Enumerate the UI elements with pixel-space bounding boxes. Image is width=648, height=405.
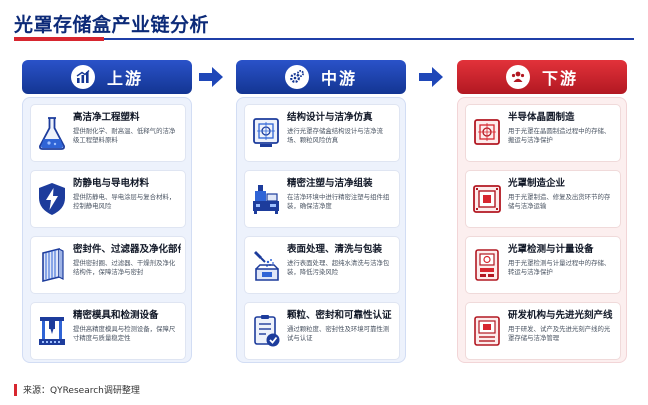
- flask-icon: [35, 110, 69, 156]
- midstream-card-design: 结构设计与洁净仿真 进行光罩存储盒结构设计与洁净流场、颗粒风险仿真: [244, 104, 400, 162]
- midstream-card-injection: 精密注塑与洁净组装 在洁净环境中进行精密注塑与组件组装，确保洁净度: [244, 170, 400, 228]
- card-title: 结构设计与洁净仿真: [287, 112, 373, 123]
- title-underline: [14, 38, 634, 40]
- downstream-card-wafer: 半导体晶圆制造 用于光罩在晶圆制造过程中的存储、搬运与洁净保护: [465, 104, 621, 162]
- card-title: 精密模具和检测设备: [73, 310, 159, 321]
- card-desc: 通过颗粒度、密封性及环境可靠性测试与认证: [287, 325, 390, 342]
- card-title: 表面处理、清洗与包装: [287, 244, 383, 255]
- card-desc: 提供密封圈、过滤器、干燥剂及净化结构件，保障洁净与密封: [73, 259, 176, 276]
- upstream-card-molds: 精密模具和检测设备 提供高精度模具与检测设备，保障尺寸精度与质量稳定性: [30, 302, 186, 360]
- downstream-title: 下游: [541, 69, 578, 88]
- downstream-card-mask: 光罩制造企业 用于光罩制造、修复及出货环节的存储与洁净运输: [465, 170, 621, 228]
- midstream-column: 结构设计与洁净仿真 进行光罩存储盒结构设计与洁净流场、颗粒风险仿真 精密注塑与洁…: [236, 97, 406, 363]
- arrow-right-icon: [419, 67, 443, 87]
- card-desc: 用于光罩检测与计量过程中的存储、转运与洁净保护: [508, 259, 611, 276]
- card-title: 高洁净工程塑料: [73, 112, 140, 123]
- arrow-right-icon: [199, 67, 223, 87]
- title-accent-bar: [14, 37, 104, 41]
- machine-icon: [35, 308, 69, 354]
- upstream-card-materials: 高洁净工程塑料 提供耐化学、耐高温、低释气的洁净级工程塑料原料: [30, 104, 186, 162]
- inspection-tool-icon: [470, 242, 504, 288]
- injection-machine-icon: [249, 176, 283, 222]
- filter-icon: [35, 242, 69, 288]
- card-desc: 用于光罩在晶圆制造过程中的存储、搬运与洁净保护: [508, 127, 611, 144]
- spray-icon: [249, 242, 283, 288]
- card-title: 光罩制造企业: [508, 178, 566, 189]
- card-desc: 提供高精度模具与检测设备，保障尺寸精度与质量稳定性: [73, 325, 176, 342]
- bar-chart-icon: [70, 65, 95, 89]
- upstream-header: 上游: [22, 60, 192, 94]
- card-title: 光罩检测与计量设备: [508, 244, 594, 255]
- upstream-card-seals: 密封件、过滤器及净化部件 提供密封圈、过滤器、干燥剂及净化结构件，保障洁净与密封: [30, 236, 186, 294]
- midstream-card-cleaning: 表面处理、清洗与包装 进行表面处理、超纯水清洗与洁净包装，降低污染风险: [244, 236, 400, 294]
- users-icon: [505, 65, 530, 89]
- gears-icon: [284, 65, 309, 89]
- mask-pod-icon: [470, 176, 504, 222]
- downstream-card-research: 研发机构与先进光刻产线 用于研发、试产及先进光刻产线的光罩存储与洁净管理: [465, 302, 621, 360]
- midstream-title: 中游: [320, 69, 357, 88]
- card-desc: 在洁净环境中进行精密注塑与组件组装，确保洁净度: [287, 193, 390, 210]
- blueprint-icon: [249, 110, 283, 156]
- card-desc: 进行光罩存储盒结构设计与洁净流场、颗粒风险仿真: [287, 127, 383, 144]
- card-title: 研发机构与先进光刻产线: [508, 310, 613, 321]
- card-title: 半导体晶圆制造: [508, 112, 575, 123]
- card-title: 防静电与导电材料: [73, 178, 150, 189]
- upstream-card-antistatic: 防静电与导电材料 提供防静电、导电涂层与复合材料，控制静电风险: [30, 170, 186, 228]
- downstream-header: 下游: [457, 60, 627, 94]
- wafer-box-icon: [470, 110, 504, 156]
- checklist-icon: [249, 308, 283, 354]
- source-accent-bar: [14, 383, 17, 396]
- source-note: 来源：QYResearch调研整理: [14, 383, 140, 396]
- lithography-icon: [470, 308, 504, 354]
- midstream-header: 中游: [236, 60, 406, 94]
- page-title: 光罩存储盒产业链分析: [14, 14, 210, 36]
- card-desc: 用于光罩制造、修复及出货环节的存储与洁净运输: [508, 193, 611, 210]
- card-title: 颗粒、密封和可靠性认证: [287, 310, 392, 321]
- source-text: 来源：QYResearch调研整理: [23, 386, 140, 396]
- upstream-title: 上游: [106, 69, 143, 88]
- card-desc: 提供防静电、导电涂层与复合材料，控制静电风险: [73, 193, 176, 210]
- midstream-card-certification: 颗粒、密封和可靠性认证 通过颗粒度、密封性及环境可靠性测试与认证: [244, 302, 400, 360]
- card-desc: 进行表面处理、超纯水清洗与洁净包装，降低污染风险: [287, 259, 390, 276]
- downstream-card-inspection: 光罩检测与计量设备 用于光罩检测与计量过程中的存储、转运与洁净保护: [465, 236, 621, 294]
- card-desc: 提供耐化学、耐高温、低释气的洁净级工程塑料原料: [73, 127, 176, 144]
- card-title: 密封件、过滤器及净化部件: [73, 244, 181, 255]
- upstream-column: 高洁净工程塑料 提供耐化学、耐高温、低释气的洁净级工程塑料原料 防静电与导电材料…: [22, 97, 192, 363]
- lightning-shield-icon: [35, 176, 69, 222]
- card-desc: 用于研发、试产及先进光刻产线的光罩存储与洁净管理: [508, 325, 611, 342]
- card-title: 精密注塑与洁净组装: [287, 178, 373, 189]
- downstream-column: 半导体晶圆制造 用于光罩在晶圆制造过程中的存储、搬运与洁净保护 光罩制造企业 用…: [457, 97, 627, 363]
